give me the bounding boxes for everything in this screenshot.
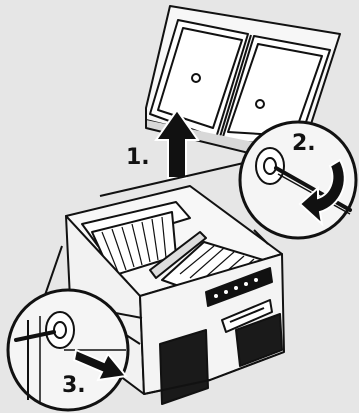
step-3-label: 3. (62, 373, 86, 398)
step-2-label: 2. (292, 131, 316, 156)
step-1-label: 1. (126, 145, 150, 170)
